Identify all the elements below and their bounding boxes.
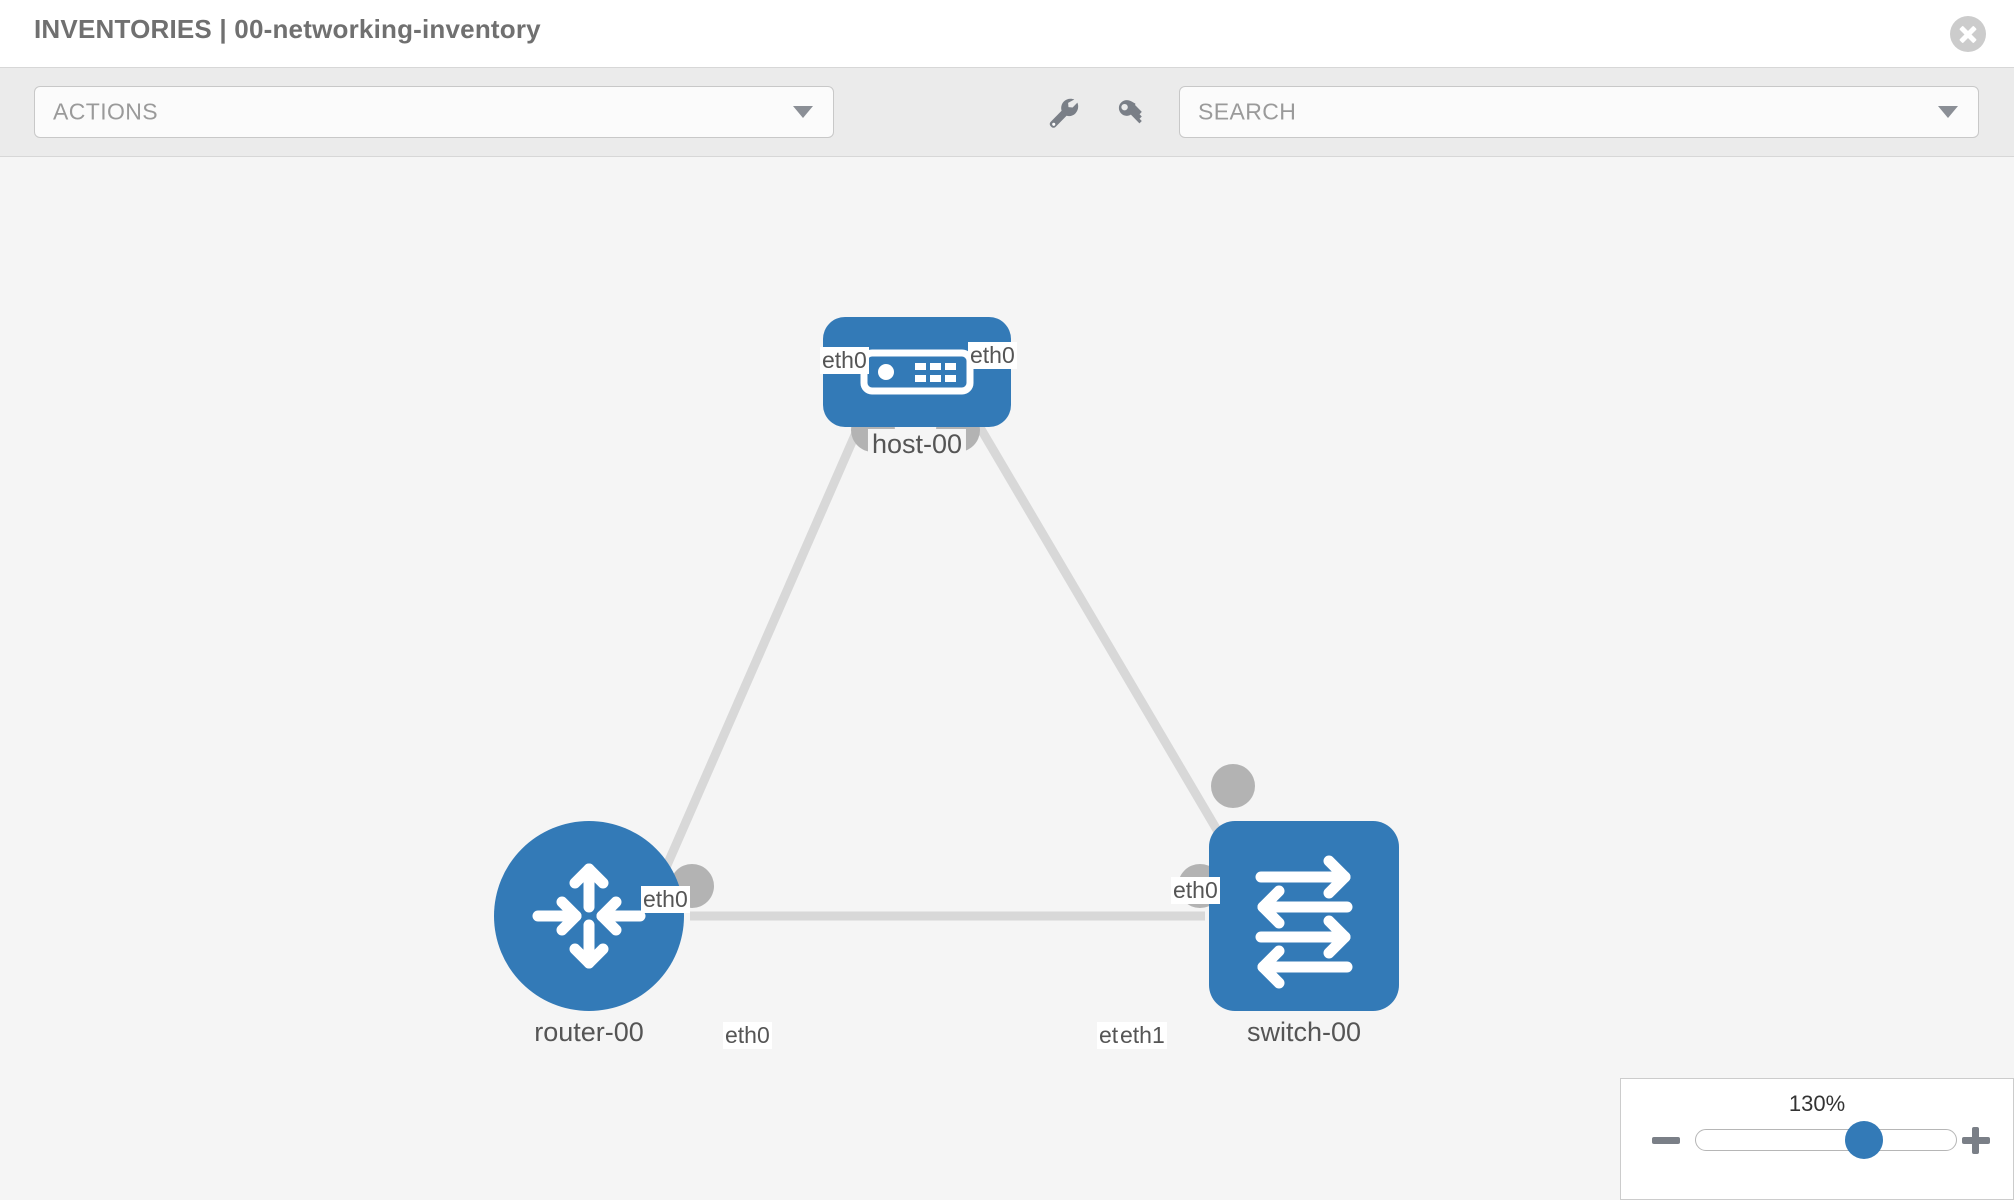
wrench-icon-svg (1049, 98, 1079, 128)
key-icon[interactable] (1110, 94, 1152, 132)
iface-label-host-left: eth0 (820, 347, 869, 374)
zoom-control-panel: 130% (1620, 1078, 2014, 1200)
close-icon[interactable] (1950, 16, 1986, 52)
router-node-label: router-00 (530, 1017, 648, 1048)
zoom-slider-thumb[interactable] (1845, 1121, 1883, 1159)
topology-node-router[interactable]: router-00 (494, 821, 684, 1048)
iface-label-switch-up: eth0 (1171, 877, 1220, 904)
topology-canvas[interactable]: host-00 (0, 157, 2014, 1200)
switch-node-label: switch-00 (1242, 1017, 1366, 1048)
zoom-percent-label: 130% (1788, 1091, 1846, 1116)
page-header: INVENTORIES | 00-networking-inventory (0, 0, 2014, 68)
actions-dropdown-label: ACTIONS (53, 98, 159, 125)
zoom-out-button[interactable] (1649, 1123, 1683, 1157)
switch-node-shape (1209, 821, 1399, 1011)
wrench-icon[interactable] (1042, 94, 1084, 132)
chevron-down-icon (793, 106, 813, 118)
toolbar: ACTIONS SEARCH (0, 68, 2014, 157)
zoom-slider-track[interactable] (1695, 1129, 1957, 1151)
iface-label-router-up: eth0 (641, 886, 690, 913)
router-icon (532, 863, 646, 969)
search-placeholder: SEARCH (1198, 98, 1297, 125)
topology-graph (649, 408, 1255, 921)
switch-icon (1255, 855, 1353, 989)
topology-node-switch[interactable]: switch-00 (1209, 821, 1399, 1048)
actions-dropdown[interactable]: ACTIONS (34, 86, 834, 138)
link-host-switch[interactable] (971, 416, 1244, 872)
key-icon-svg (1118, 100, 1142, 124)
plus-icon-vertical (1972, 1127, 1979, 1154)
iface-label-host-right: eth0 (968, 342, 1017, 369)
page-title: INVENTORIES | 00-networking-inventory (34, 14, 541, 44)
iface-label-router-right: eth0 (723, 1022, 772, 1049)
topology-links (649, 416, 1244, 921)
zoom-in-button[interactable] (1959, 1123, 1993, 1157)
host-node-label: host-00 (867, 429, 967, 460)
link-host-router[interactable] (649, 417, 867, 897)
iface-label-switch-left-b: eth1 (1118, 1022, 1167, 1049)
search-chevron-down-icon (1938, 106, 1958, 118)
search-input[interactable]: SEARCH (1179, 86, 1979, 138)
endpoint-switch-top[interactable] (1211, 764, 1255, 808)
minus-icon (1652, 1137, 1680, 1144)
router-node-shape (494, 821, 684, 1011)
